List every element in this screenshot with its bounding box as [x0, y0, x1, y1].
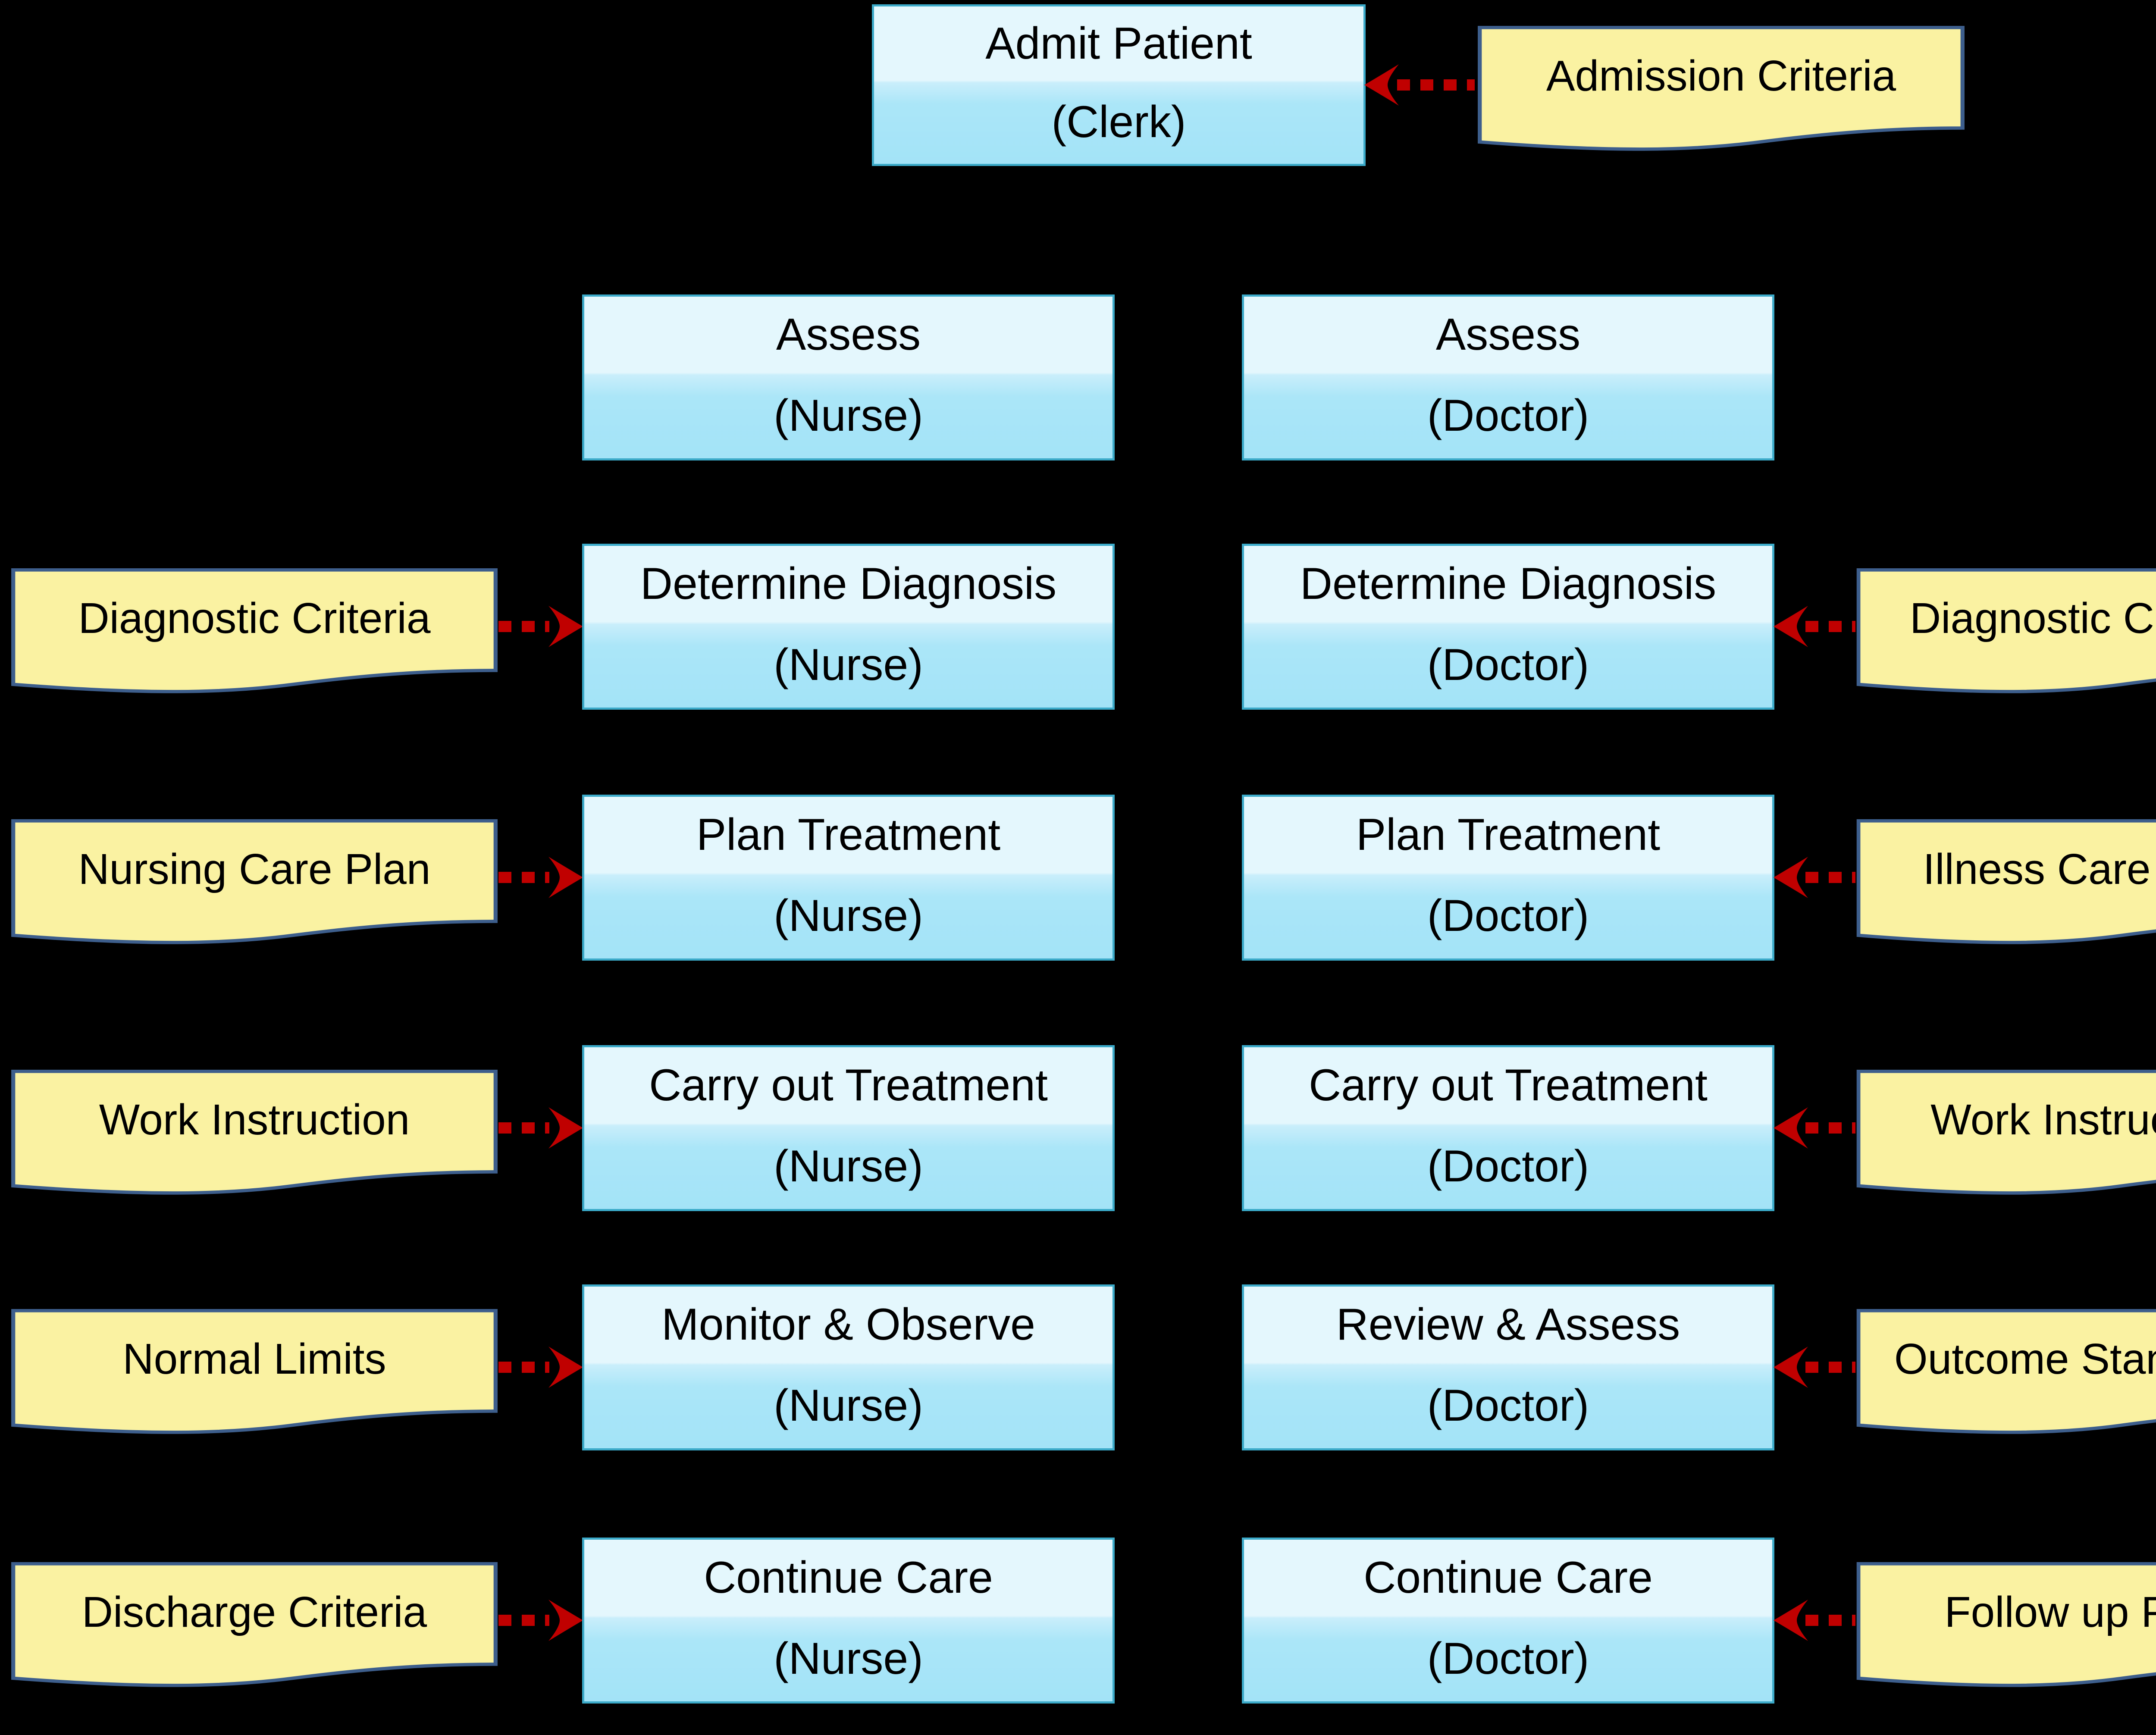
process-box-carry-out-treatment-nurse: Carry out Treatment (Nurse): [582, 1045, 1115, 1211]
note-outcome-standards: Outcome Standards: [1854, 1307, 2156, 1434]
note-label: Outcome Standards: [1894, 1334, 2156, 1383]
process-box-role: (Doctor): [1427, 890, 1589, 941]
document-shape: [11, 1309, 498, 1434]
note-normal-limits: Normal Limits: [9, 1307, 500, 1434]
process-box-title: Monitor & Observe: [661, 1300, 1035, 1350]
process-box-title: Assess: [776, 310, 921, 360]
note-admission-criteria: Admission Criteria: [1475, 24, 1967, 151]
process-box-title: Determine Diagnosis: [640, 559, 1057, 609]
dashed-arrow-admission-criteria: [1364, 64, 1475, 106]
note-illness-care-plan: Illness Care Plan: [1854, 817, 2156, 944]
process-box-title: Carry out Treatment: [1309, 1060, 1708, 1111]
dashed-arrow-diagnostic-criteria-left: [498, 606, 583, 647]
dashed-arrow-nursing-care-plan: [498, 857, 583, 898]
process-box-role: (Doctor): [1427, 1633, 1589, 1684]
process-box-monitor-observe-nurse: Monitor & Observe (Nurse): [582, 1284, 1115, 1450]
process-box-title: Determine Diagnosis: [1300, 559, 1717, 609]
note-discharge-criteria: Discharge Criteria: [9, 1560, 500, 1687]
note-label: Diagnostic Criteria: [78, 594, 431, 642]
process-box-role: (Nurse): [774, 390, 923, 441]
note-label: Normal Limits: [122, 1334, 386, 1383]
note-label: Diagnostic Criteria: [1910, 594, 2156, 642]
note-label: Discharge Criteria: [81, 1588, 427, 1636]
document-shape: [1856, 819, 2156, 944]
process-box-title: Admit Patient: [985, 18, 1252, 69]
process-box-review-assess-doctor: Review & Assess (Doctor): [1242, 1284, 1774, 1450]
note-label: Work Instruction: [1930, 1095, 2156, 1144]
note-label: Admission Criteria: [1546, 51, 1896, 100]
note-work-instruction-right: Work Instruction: [1854, 1068, 2156, 1195]
document-shape: [11, 1070, 498, 1195]
process-box-continue-care-nurse: Continue Care (Nurse): [582, 1538, 1115, 1704]
process-box-admit-patient: Admit Patient (Clerk): [872, 4, 1366, 166]
note-label: Illness Care Plan: [1923, 845, 2156, 893]
process-box-role: (Clerk): [1051, 97, 1186, 147]
process-box-role: (Nurse): [774, 1380, 923, 1431]
process-box-title: Plan Treatment: [1356, 810, 1661, 860]
process-box-title: Plan Treatment: [696, 810, 1001, 860]
process-box-determine-diagnosis-doctor: Determine Diagnosis (Doctor): [1242, 544, 1774, 710]
dashed-arrow-work-instruction-right: [1774, 1107, 1855, 1149]
process-box-title: Continue Care: [1363, 1553, 1653, 1603]
process-box-role: (Nurse): [774, 1633, 923, 1684]
process-box-determine-diagnosis-nurse: Determine Diagnosis (Nurse): [582, 544, 1115, 710]
dashed-arrow-diagnostic-criteria-right: [1774, 606, 1855, 647]
process-box-title: Continue Care: [704, 1553, 993, 1603]
process-box-title: Review & Assess: [1336, 1300, 1680, 1350]
dashed-arrow-follow-up-plan: [1774, 1600, 1855, 1641]
process-box-role: (Nurse): [774, 890, 923, 941]
process-box-assess-nurse: Assess (Nurse): [582, 294, 1115, 460]
process-box-carry-out-treatment-doctor: Carry out Treatment (Doctor): [1242, 1045, 1774, 1211]
process-box-role: (Nurse): [774, 639, 923, 690]
process-box-role: (Doctor): [1427, 1141, 1589, 1191]
document-shape: [1856, 1562, 2156, 1687]
process-box-role: (Doctor): [1427, 639, 1589, 690]
document-shape: [1856, 1070, 2156, 1195]
dashed-arrow-outcome-standards: [1774, 1347, 1855, 1388]
note-diagnostic-criteria-right: Diagnostic Criteria: [1854, 566, 2156, 693]
note-label: Nursing Care Plan: [78, 845, 431, 893]
process-box-continue-care-doctor: Continue Care (Doctor): [1242, 1538, 1774, 1704]
process-box-role: (Doctor): [1427, 390, 1589, 441]
dashed-arrow-work-instruction-left: [498, 1107, 583, 1149]
document-shape: [1856, 1309, 2156, 1434]
note-follow-up-plan: Follow up Plan: [1854, 1560, 2156, 1687]
document-shape: [11, 1562, 498, 1687]
process-box-plan-treatment-nurse: Plan Treatment (Nurse): [582, 795, 1115, 961]
process-box-role: (Doctor): [1427, 1380, 1589, 1431]
process-box-role: (Nurse): [774, 1141, 923, 1191]
dashed-arrow-normal-limits: [498, 1347, 583, 1388]
process-box-assess-doctor: Assess (Doctor): [1242, 294, 1774, 460]
process-box-title: Carry out Treatment: [649, 1060, 1048, 1111]
document-shape: [11, 568, 498, 693]
document-shape: [1856, 568, 2156, 693]
note-nursing-care-plan: Nursing Care Plan: [9, 817, 500, 944]
dashed-arrow-discharge-criteria: [498, 1600, 583, 1641]
note-work-instruction-left: Work Instruction: [9, 1068, 500, 1195]
note-label: Work Instruction: [99, 1095, 410, 1144]
dashed-arrow-illness-care-plan: [1774, 857, 1855, 898]
note-diagnostic-criteria-left: Diagnostic Criteria: [9, 566, 500, 693]
document-shape: [1478, 26, 1965, 151]
note-label: Follow up Plan: [1944, 1588, 2156, 1636]
process-box-plan-treatment-doctor: Plan Treatment (Doctor): [1242, 795, 1774, 961]
process-box-title: Assess: [1435, 310, 1581, 360]
document-shape: [11, 819, 498, 944]
